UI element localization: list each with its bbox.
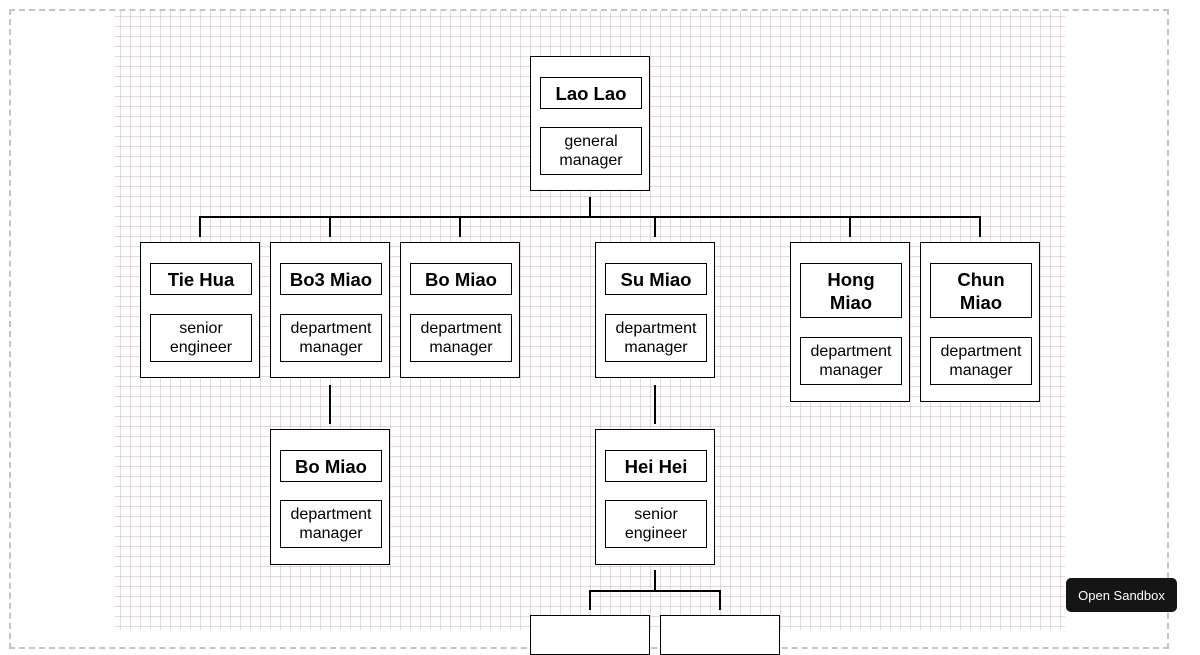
org-node-level1[interactable]: Chun Miao department manager	[920, 242, 1040, 402]
node-title: department manager	[800, 337, 902, 385]
connector-hei-hei-down	[654, 570, 656, 591]
diagram-canvas: Lao Lao general manager Tie Hua senior e…	[115, 11, 1065, 655]
org-node-level1[interactable]: Bo3 Miao department manager	[270, 242, 390, 378]
node-name: Hei Hei	[605, 450, 707, 482]
node-name: Chun Miao	[930, 263, 1032, 318]
connector-to-bo3-miao	[329, 216, 331, 237]
connector-to-tie-hua	[199, 216, 201, 237]
org-node-level1[interactable]: Bo Miao department manager	[400, 242, 520, 378]
connector-horizontal-bus	[199, 216, 981, 218]
node-name: Bo Miao	[280, 450, 382, 482]
node-title: department manager	[930, 337, 1032, 385]
node-name: Lao Lao	[540, 77, 642, 109]
connector-to-su-miao	[654, 216, 656, 237]
node-name: Bo3 Miao	[280, 263, 382, 295]
connector-su-miao-child	[654, 385, 656, 424]
org-node-level2[interactable]: Bo Miao department manager	[270, 429, 390, 565]
node-name: Tie Hua	[150, 263, 252, 295]
connector-hei-hei-child-left	[589, 590, 591, 610]
connector-to-bo-miao	[459, 216, 461, 237]
org-node-level1[interactable]: Hong Miao department manager	[790, 242, 910, 402]
org-node-level1[interactable]: Tie Hua senior engineer	[140, 242, 260, 378]
connector-to-hong-miao	[849, 216, 851, 237]
org-node-level3[interactable]	[530, 615, 650, 655]
node-title: general manager	[540, 127, 642, 175]
org-node-level3[interactable]	[660, 615, 780, 655]
org-node-root[interactable]: Lao Lao general manager	[530, 56, 650, 191]
node-name: Su Miao	[605, 263, 707, 295]
connector-to-chun-miao	[979, 216, 981, 237]
open-sandbox-button[interactable]: Open Sandbox	[1066, 578, 1177, 612]
connector-hei-hei-bus	[589, 590, 721, 592]
org-node-level2[interactable]: Hei Hei senior engineer	[595, 429, 715, 565]
node-title: senior engineer	[150, 314, 252, 362]
org-node-level1[interactable]: Su Miao department manager	[595, 242, 715, 378]
node-title: department manager	[410, 314, 512, 362]
node-title: department manager	[605, 314, 707, 362]
node-title: senior engineer	[605, 500, 707, 548]
connector-hei-hei-child-right	[719, 590, 721, 610]
connector-bo3-miao-child	[329, 385, 331, 424]
node-title: department manager	[280, 314, 382, 362]
connector-root-down	[589, 197, 591, 217]
node-name: Hong Miao	[800, 263, 902, 318]
node-name: Bo Miao	[410, 263, 512, 295]
node-title: department manager	[280, 500, 382, 548]
